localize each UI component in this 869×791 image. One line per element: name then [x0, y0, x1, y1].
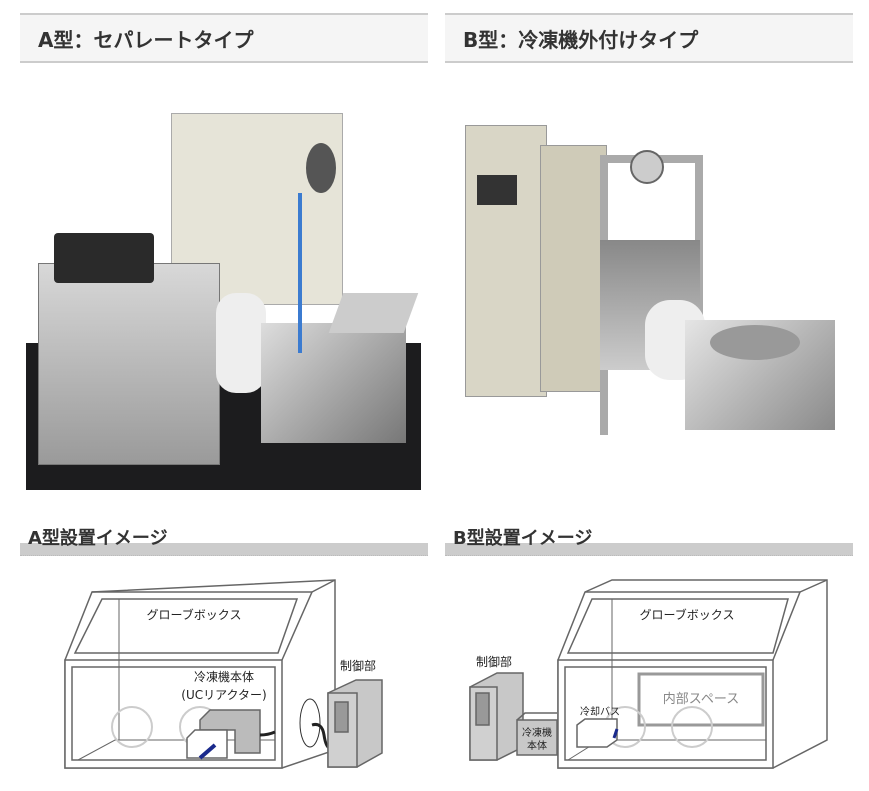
- label-uc-reactor: (UCリアクター): [181, 688, 266, 702]
- label-control-unit: 制御部: [476, 654, 512, 669]
- type-b-install-heading: B型設置イメージ: [445, 524, 853, 556]
- heading-bar: [20, 543, 428, 556]
- heading-bar: [445, 543, 853, 556]
- label-glovebox: グローブボックス: [640, 607, 735, 622]
- type-a-header: A型：セパレートタイプ: [20, 13, 428, 63]
- type-b-product-photo: [455, 100, 850, 470]
- type-a-product-photo: [26, 93, 421, 490]
- label-refrigerator: 冷凍機: [522, 726, 552, 739]
- type-a-title: A型：セパレートタイプ: [38, 28, 254, 52]
- label-control-unit: 制御部: [340, 658, 376, 673]
- type-a-install-title: A型設置イメージ: [28, 528, 168, 549]
- type-a-install-heading: A型設置イメージ: [20, 524, 428, 556]
- label-glovebox: グローブボックス: [147, 607, 242, 622]
- label-inner-space: 内部スペース: [663, 691, 739, 707]
- label-cooling-bath: 冷却バス: [580, 705, 620, 718]
- label-main-body: 本体: [527, 739, 547, 752]
- type-b-title: B型：冷凍機外付けタイプ: [463, 28, 699, 52]
- type-b-install-title: B型設置イメージ: [453, 528, 593, 549]
- label-refrigerator-unit: 冷凍機本体: [194, 669, 254, 684]
- type-b-header: B型：冷凍機外付けタイプ: [445, 13, 853, 63]
- type-a-diagram: グローブボックス 冷凍機本体 (UCリアクター) 制御部: [64, 579, 383, 769]
- type-b-diagram: グローブボックス 内部スペース 冷却バス 制御部 冷凍機 本体: [469, 579, 828, 769]
